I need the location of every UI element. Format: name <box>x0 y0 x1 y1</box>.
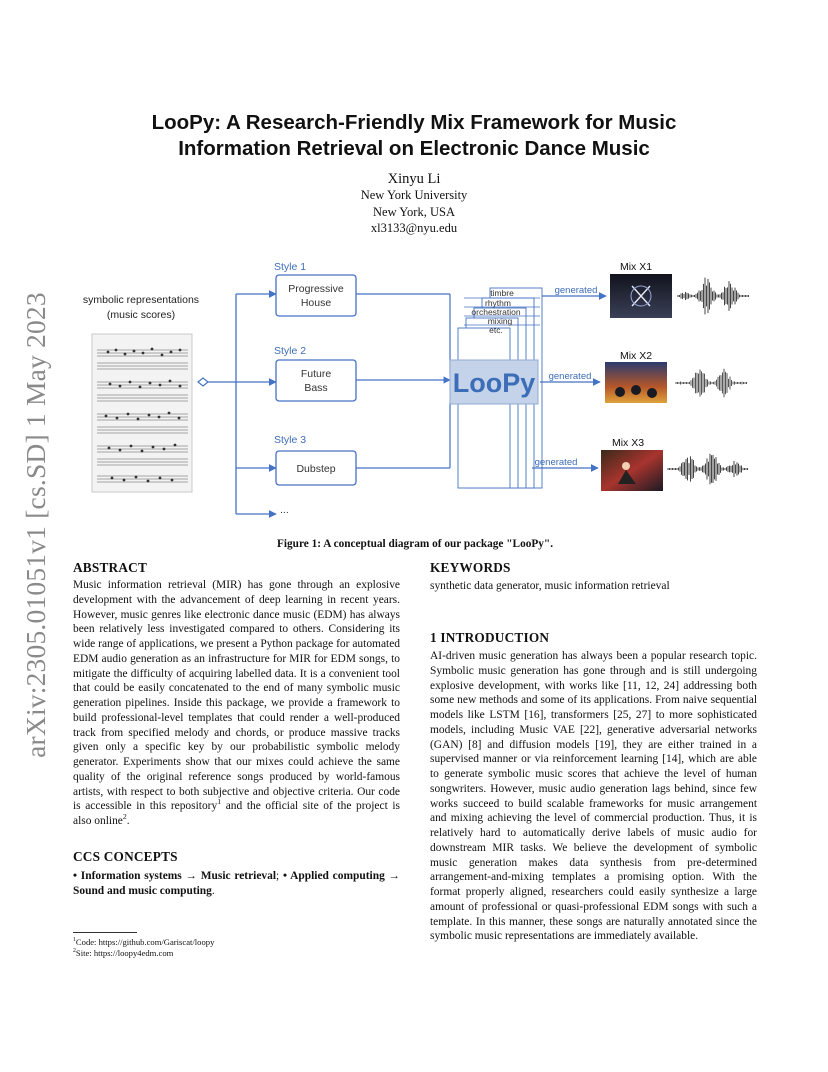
keywords-heading: KEYWORDS <box>430 560 511 575</box>
footnote-2-number: 2 <box>73 948 76 955</box>
waveform-mix-x2 <box>675 368 747 398</box>
attribute-etc: etc. <box>489 325 503 335</box>
ccs-body: • Information systems → Music retrieval;… <box>73 869 400 899</box>
mix-x3-image <box>601 450 663 491</box>
footnote-1: 1Code: https://github.com/Gariscat/loopy <box>73 937 214 948</box>
generated-label-3: generated <box>535 457 578 468</box>
ccs-heading: CCS CONCEPTS <box>73 849 178 864</box>
footnote-rule <box>73 932 137 933</box>
generated-label-2: generated <box>549 371 592 382</box>
keywords-text: synthetic data generator, music informat… <box>430 580 670 592</box>
author-email: xl3133@nyu.edu <box>370 221 458 235</box>
footnote-ref-2: 2 <box>122 812 127 822</box>
style-3-line-1: Dubstep <box>296 463 335 475</box>
loopy-box <box>449 359 539 405</box>
style-2-tag: Style 2 <box>274 345 306 357</box>
input-label-line-1: symbolic representations <box>83 294 199 306</box>
style-1-tag: Style 1 <box>274 261 306 273</box>
mix-x2-label: Mix X2 <box>620 350 652 362</box>
style-1-line-2: House <box>301 297 332 309</box>
style-2-box <box>275 359 357 402</box>
footnote-ref-1: 1 <box>217 797 222 807</box>
author-location: New York, USA <box>373 205 455 219</box>
introduction-body: AI-driven music generation has always be… <box>430 650 757 943</box>
footnote-2: 2Site: https://loopy4edm.com <box>73 948 173 959</box>
style-1-box <box>275 274 357 317</box>
attribute-timbre: timbre <box>490 288 514 298</box>
arxiv-id-text: arXiv:2305.01051v1 [cs.SD] 1 May 2023 <box>20 292 51 758</box>
abstract-body: Music information retrieval (MIR) has go… <box>73 578 400 829</box>
abstract-heading: ABSTRACT <box>73 560 148 575</box>
abstract-text-end: . <box>126 815 130 827</box>
abstract-text-main: Music information retrieval (MIR) has go… <box>73 579 400 813</box>
attribute-rhythm: rhythm <box>485 298 511 308</box>
arxiv-identifier: arXiv:2305.01051v1 [cs.SD] 1 May 2023 <box>6 290 66 760</box>
mix-x3-label: Mix X3 <box>612 437 644 449</box>
music-score-image <box>91 333 193 493</box>
attribute-mixing: mixing <box>488 316 513 326</box>
author-name: Xinyu Li <box>387 171 441 187</box>
ccs-concept-1: • Information systems → Music retrieval <box>73 870 277 882</box>
author-affiliation: New York University <box>360 188 468 202</box>
introduction-heading: 1 INTRODUCTION <box>430 630 550 645</box>
ccs-concept-2: • Applied computing → Sound and music co… <box>73 870 400 897</box>
mix-x2-image <box>605 362 667 403</box>
title-line-1: LooPy: A Research-Friendly Mix Framework… <box>151 111 677 134</box>
more-styles-ellipsis: ... <box>280 504 289 516</box>
input-label-line-2: (music scores) <box>107 309 175 321</box>
footnote-1-number: 1 <box>73 937 76 944</box>
waveform-mix-x3 <box>667 453 748 485</box>
loopy-label: LooPy <box>453 368 536 398</box>
waveform-mix-x1 <box>677 277 749 315</box>
footnote-1-text: Code: https://github.com/Gariscat/loopy <box>75 937 215 947</box>
generated-label-1: generated <box>555 285 598 296</box>
style-1-line-1: Progressive <box>288 283 344 295</box>
paper-title: LooPy: A Research-Friendly Mix Framework… <box>90 110 738 162</box>
conceptual-diagram: symbolic representations (music scores) <box>83 261 749 518</box>
mix-x1-label: Mix X1 <box>620 261 652 273</box>
figure-caption: Figure 1: A conceptual diagram of our pa… <box>276 538 554 550</box>
style-2-line-1: Future <box>301 368 332 380</box>
style-2-line-2: Bass <box>304 382 327 394</box>
title-line-2: Information Retrieval on Electronic Danc… <box>178 137 650 160</box>
ccs-separator: ; <box>276 870 283 882</box>
footnote-2-text: Site: https://loopy4edm.com <box>75 948 174 958</box>
abstract-text-mid: and the official site of the project is … <box>73 800 400 827</box>
style-3-tag: Style 3 <box>274 434 306 446</box>
attribute-orchestration: orchestration <box>471 307 520 317</box>
ccs-end: . <box>211 884 215 897</box>
